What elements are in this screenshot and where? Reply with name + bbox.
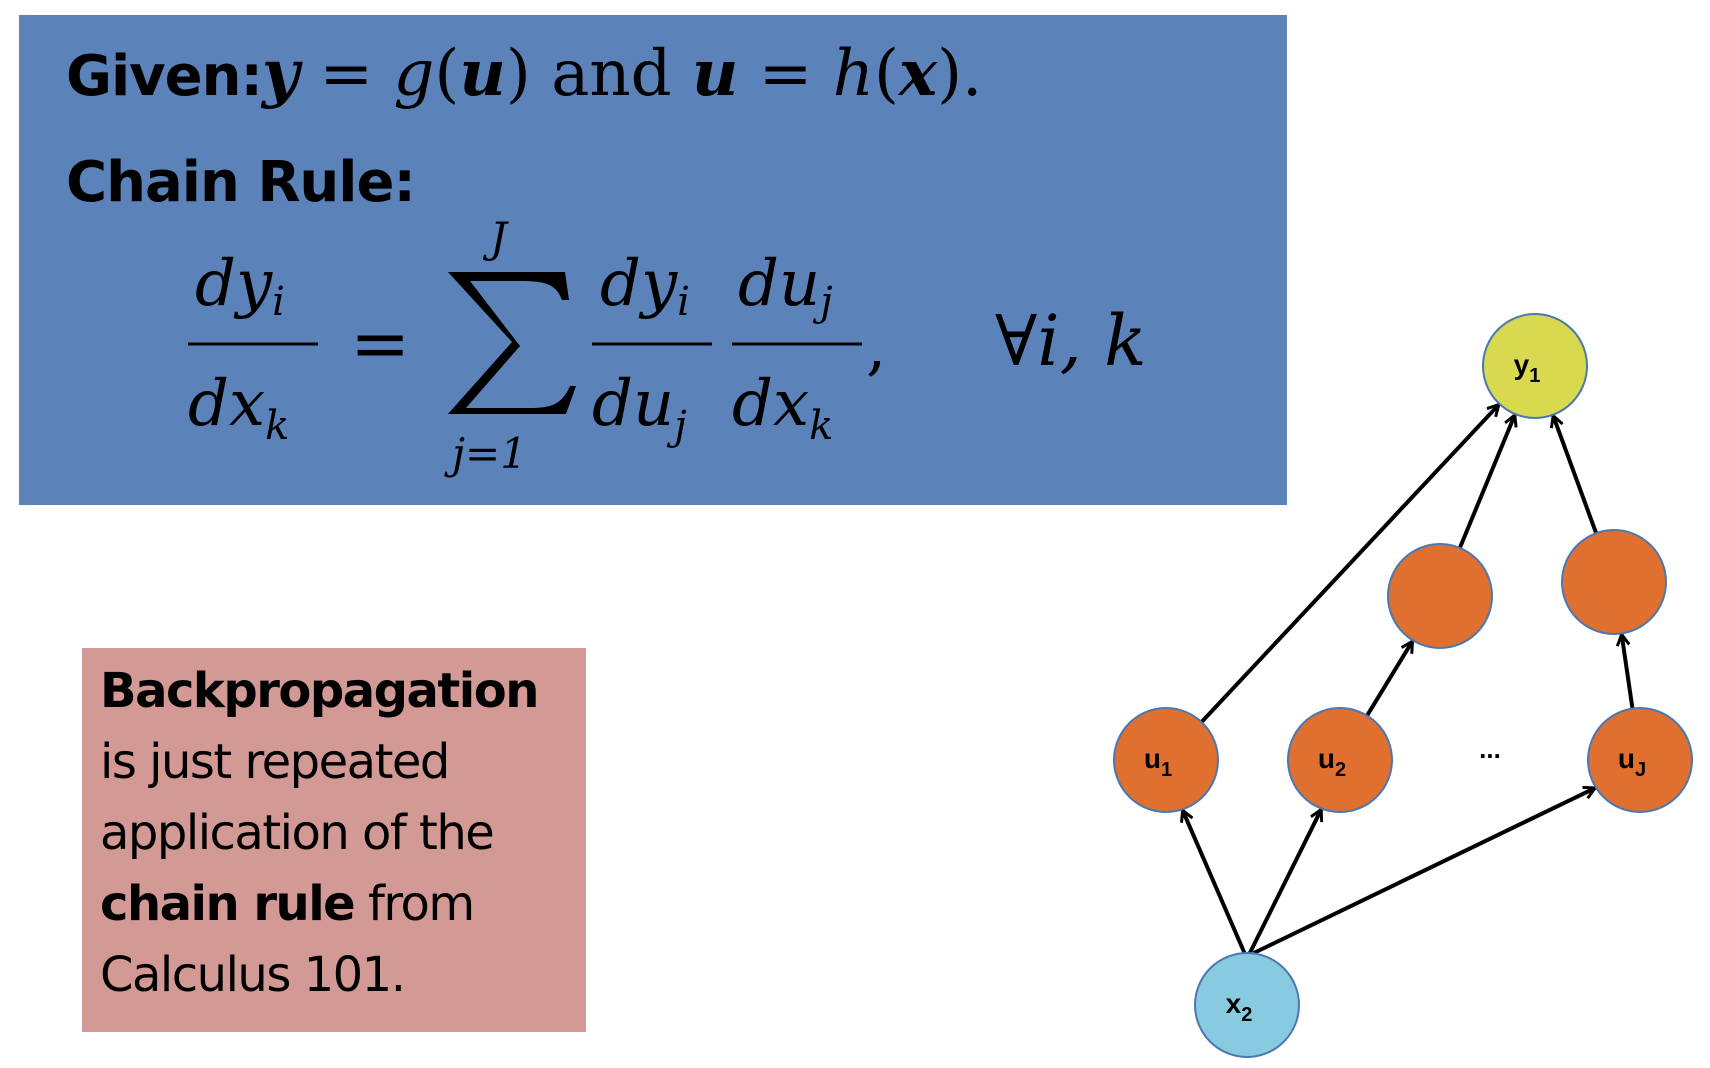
callout-from: from	[354, 876, 475, 932]
nodes-ellipsis: ...	[1479, 734, 1501, 764]
backprop-callout	[82, 648, 586, 1032]
formula-comma: ,	[866, 310, 886, 384]
node-x2	[1194, 952, 1300, 1058]
callout-bold-backprop: Backpropagation	[100, 663, 539, 719]
node-label-uJ: uJ	[1618, 743, 1646, 781]
given-statement: Given: y = g(u) and u = h(x).	[66, 36, 982, 136]
node-u2	[1287, 707, 1393, 813]
chain-rule-formula: dyi dxk = J j=1 dyi duj duj dxk , ∀i, k	[188, 213, 1147, 478]
given-h: h	[832, 37, 874, 111]
given-eq1: =	[319, 37, 374, 111]
given-x: x	[898, 36, 938, 111]
equals-sign: =	[350, 301, 410, 385]
given-y: y	[261, 36, 300, 111]
summation-sigma	[448, 272, 576, 414]
given-u: u	[459, 36, 506, 111]
given-u2: u	[691, 36, 739, 111]
edge-u1-to-y1	[1198, 405, 1499, 725]
edge-x2-to-uJ	[1252, 788, 1595, 955]
term2-denominator: dxk	[732, 367, 833, 449]
node-label-y1: y1	[1514, 349, 1541, 387]
term1-numerator: dyi	[600, 247, 690, 325]
callout-line-5: Calculus 101.	[100, 947, 406, 1003]
callout-line-3: application of the	[100, 805, 495, 861]
edge-h2-to-y1	[1553, 416, 1599, 536]
given-eq2: =	[758, 37, 813, 111]
term1-denominator: duj	[592, 367, 687, 449]
given-math: y = g(u) and u = h(x).	[261, 36, 983, 111]
given-and: and	[551, 37, 672, 111]
callout-bold-chain-rule: chain rule	[100, 876, 356, 932]
given-label: Given:	[66, 44, 263, 109]
node-y1	[1482, 313, 1588, 419]
node-label-u1: u1	[1144, 743, 1172, 781]
lhs-numerator: dyi	[195, 247, 285, 325]
forall-quantifier: ∀i, k	[995, 300, 1147, 382]
term2-numerator: duj	[738, 247, 833, 325]
chain-rule-label: Chain Rule:	[66, 150, 416, 215]
node-u1	[1113, 707, 1219, 813]
lhs-denominator: dxk	[188, 367, 289, 449]
node-h2	[1561, 529, 1667, 635]
edge-uJ-to-h2	[1622, 634, 1635, 711]
node-h1	[1387, 543, 1493, 649]
edge-u2-to-h1	[1364, 641, 1415, 719]
callout-line-2: is just repeated	[100, 734, 450, 790]
sum-lower-limit: j=1	[444, 429, 527, 478]
edge-x2-to-u1	[1183, 810, 1247, 954]
node-label-u2: u2	[1318, 743, 1346, 781]
given-g: g	[393, 37, 435, 111]
backprop-callout-text: Backpropagation is just repeated applica…	[100, 656, 580, 1011]
edge-x2-to-u2	[1248, 810, 1321, 954]
node-uJ	[1587, 707, 1693, 813]
node-label-x2: x2	[1226, 988, 1253, 1026]
edge-h1-to-y1	[1457, 415, 1515, 551]
chain-rule-panel	[19, 15, 1287, 505]
